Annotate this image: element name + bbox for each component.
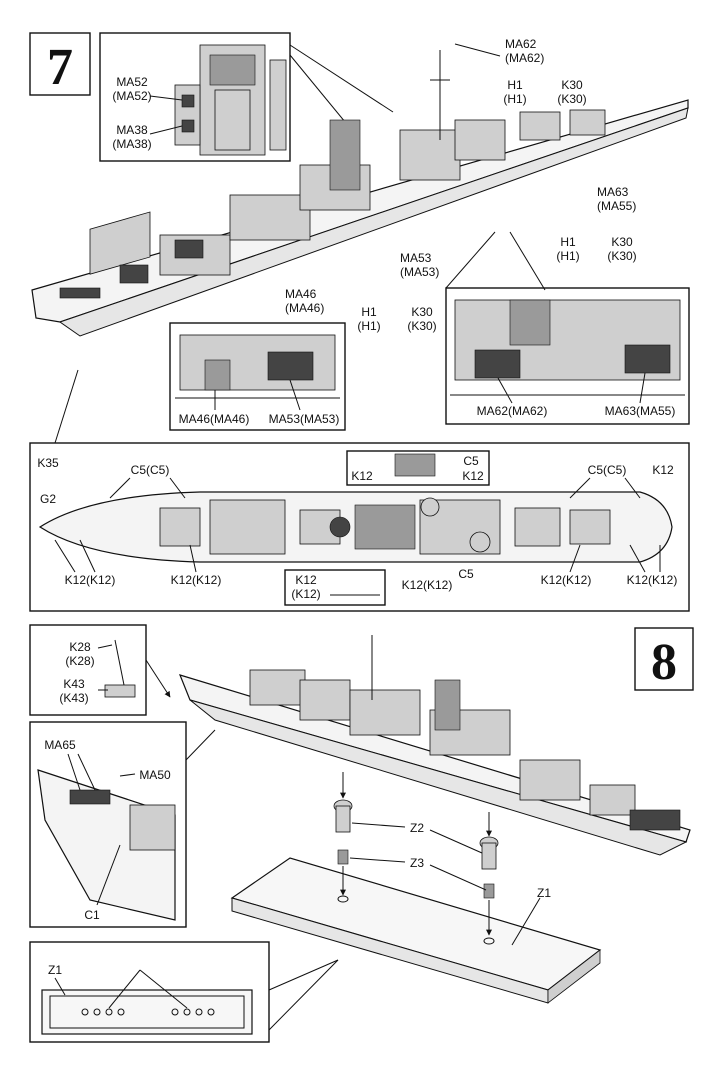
step-8-number-box: 8 (634, 627, 694, 691)
svg-text:(MA38): (MA38) (112, 137, 151, 151)
svg-text:C5(C5): C5(C5) (588, 463, 627, 477)
inset-bow-detail: MA65 MA50 C1 (29, 721, 216, 928)
svg-text:Z2: Z2 (410, 821, 424, 835)
inset-k28-k43: K28 (K28) K43 (K43) (29, 624, 171, 716)
svg-text:8: 8 (651, 634, 677, 691)
svg-text:(MA46): (MA46) (285, 301, 324, 315)
svg-text:(K12): (K12) (291, 587, 320, 601)
svg-text:C5: C5 (458, 567, 474, 581)
svg-text:G2: G2 (40, 492, 56, 506)
svg-text:Z3: Z3 (410, 856, 424, 870)
inset-ma46-ma53: MA46(MA46) MA53(MA53) (169, 322, 346, 431)
svg-text:K12(K12): K12(K12) (627, 573, 678, 587)
ship-step-7 (31, 43, 689, 337)
svg-text:7: 7 (47, 39, 73, 96)
svg-text:K30: K30 (411, 305, 433, 319)
svg-text:(K30): (K30) (407, 319, 436, 333)
svg-text:MA63: MA63 (597, 185, 629, 199)
svg-text:K12(K12): K12(K12) (171, 573, 222, 587)
svg-text:MA53(MA53): MA53(MA53) (269, 412, 340, 426)
svg-text:C5(C5): C5(C5) (131, 463, 170, 477)
svg-text:K12: K12 (462, 469, 484, 483)
svg-text:(K30): (K30) (557, 92, 586, 106)
svg-text:K12: K12 (351, 469, 373, 483)
svg-text:MA46(MA46): MA46(MA46) (179, 412, 250, 426)
svg-text:(MA55): (MA55) (597, 199, 636, 213)
svg-text:K30: K30 (561, 78, 583, 92)
plan-inset-bottom: K12 (K12) (284, 569, 386, 606)
plan-inset-top: C5 K12 K12 (346, 450, 490, 486)
display-stand: Z2 Z3 Z1 (230, 772, 602, 1004)
svg-text:C5: C5 (463, 454, 479, 468)
svg-text:H1: H1 (507, 78, 523, 92)
svg-text:Z1: Z1 (48, 963, 62, 977)
svg-text:K12: K12 (652, 463, 674, 477)
svg-text:K30: K30 (611, 235, 633, 249)
svg-text:K12: K12 (295, 573, 317, 587)
svg-text:K12(K12): K12(K12) (541, 573, 592, 587)
svg-text:MA46: MA46 (285, 287, 317, 301)
svg-text:(K28): (K28) (65, 654, 94, 668)
svg-text:(MA62): (MA62) (505, 51, 544, 65)
svg-text:MA65: MA65 (44, 738, 76, 752)
inset-ma62-ma63: MA62(MA62) MA63(MA55) (445, 231, 690, 425)
svg-text:K12(K12): K12(K12) (402, 578, 453, 592)
svg-text:MA53: MA53 (400, 251, 432, 265)
step-7-labels: MA62 (MA62) H1 (H1) K30 (K30) MA63 (MA55… (285, 37, 637, 333)
svg-text:(MA52): (MA52) (112, 89, 151, 103)
svg-text:K35: K35 (37, 456, 59, 470)
ship-step-8 (178, 635, 691, 856)
svg-text:MA62: MA62 (505, 37, 537, 51)
svg-text:Z1: Z1 (537, 886, 551, 900)
svg-text:(K43): (K43) (59, 691, 88, 705)
svg-text:MA62(MA62): MA62(MA62) (477, 404, 548, 418)
svg-text:MA38: MA38 (116, 123, 148, 137)
svg-text:H1: H1 (361, 305, 377, 319)
inset-mast-detail: MA52 (MA52) MA38 (MA38) (99, 32, 394, 162)
svg-text:(H1): (H1) (556, 249, 579, 263)
svg-text:K43: K43 (63, 677, 85, 691)
svg-text:(MA53): (MA53) (400, 265, 439, 279)
inset-base-top: Z1 (29, 941, 339, 1043)
svg-text:MA63(MA55): MA63(MA55) (605, 404, 676, 418)
svg-text:K28: K28 (69, 640, 91, 654)
svg-text:K12(K12): K12(K12) (65, 573, 116, 587)
svg-text:(H1): (H1) (357, 319, 380, 333)
svg-text:H1: H1 (560, 235, 576, 249)
svg-text:(H1): (H1) (503, 92, 526, 106)
step-7-number-box: 7 (29, 32, 91, 96)
svg-text:MA50: MA50 (139, 768, 171, 782)
svg-text:MA52: MA52 (116, 75, 148, 89)
svg-text:C1: C1 (84, 908, 100, 922)
svg-text:(K30): (K30) (607, 249, 636, 263)
